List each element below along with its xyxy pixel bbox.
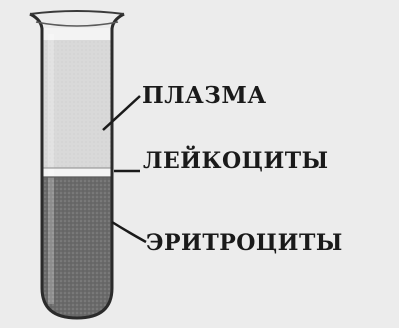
tube-rim-top (30, 11, 124, 14)
plasma-label: ПЛАЗМА (142, 84, 267, 107)
leukocytes-label: ЛЕЙКОЦИТЫ (143, 150, 329, 172)
erythrocyte-leader-line (112, 222, 146, 242)
erythrocytes-label: ЭРИТРОЦИТЫ (146, 232, 343, 254)
tube-rim-inner (36, 22, 118, 26)
tube-highlight (48, 34, 54, 304)
tube-rim (30, 14, 124, 30)
